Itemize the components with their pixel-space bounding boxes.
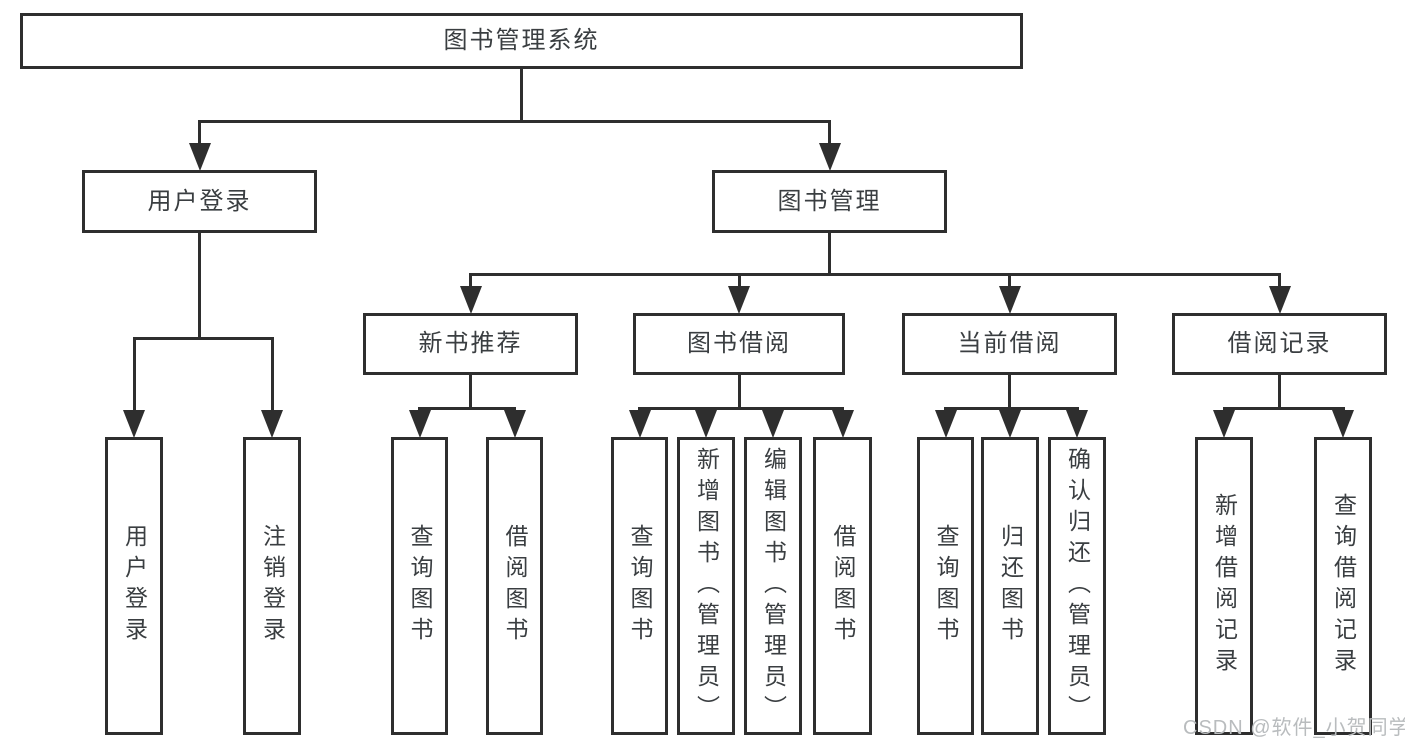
connector-line — [469, 374, 472, 410]
diagram-node-label: 确认归还（管理员） — [1064, 446, 1091, 726]
diagram-node-label: 图书借阅 — [687, 330, 791, 357]
connector-line — [418, 407, 516, 410]
connector-line — [638, 407, 844, 410]
connector-line — [132, 337, 274, 340]
arrowhead-down-icon — [1066, 410, 1088, 438]
arrowhead-down-icon — [934, 410, 957, 438]
diagram-node-label: 新增借阅记录 — [1211, 493, 1238, 679]
diagram-node-leaf-cb-confirm: 确认归还（管理员） — [1048, 437, 1106, 735]
diagram-node-current-borrowing: 当前借阅 — [902, 313, 1117, 375]
arrowhead-down-icon — [831, 410, 854, 438]
arrowhead-down-icon — [1332, 410, 1354, 438]
connector-line — [1278, 374, 1281, 410]
diagram-node-label: 查询图书 — [627, 524, 653, 648]
diagram-node-user-login: 用户登录 — [82, 170, 317, 233]
diagram-node-label: 新书推荐 — [418, 330, 523, 357]
diagram-node-leaf-bb-edit: 编辑图书（管理员） — [744, 437, 802, 735]
connector-line — [198, 120, 831, 123]
connector-line — [132, 337, 136, 413]
connector-line — [1278, 273, 1281, 289]
diagram-node-leaf-user-login: 用户登录 — [105, 437, 163, 735]
connector-line — [828, 120, 831, 146]
diagram-node-leaf-br-query: 查询借阅记录 — [1314, 437, 1372, 735]
arrowhead-down-icon — [762, 410, 784, 438]
diagram-node-label: 当前借阅 — [957, 330, 1062, 357]
arrowhead-down-icon — [628, 410, 651, 438]
connector-line — [1008, 374, 1011, 410]
connector-line — [469, 273, 472, 289]
connector-line — [828, 232, 831, 276]
diagram-node-label: 借阅图书 — [502, 524, 528, 648]
diagram-node-leaf-bb-add: 新增图书（管理员） — [677, 437, 735, 735]
diagram-node-leaf-cb-return: 归还图书 — [981, 437, 1039, 735]
connector-line — [198, 120, 201, 146]
arrowhead-down-icon — [999, 410, 1021, 438]
diagram-node-label: 查询借阅记录 — [1330, 493, 1357, 679]
connector-line — [520, 68, 523, 123]
diagram-node-label: 查询图书 — [407, 524, 433, 648]
arrowhead-down-icon — [459, 286, 482, 314]
diagram-node-label: 用户登录 — [121, 524, 148, 648]
diagram-node-label: 新增图书（管理员） — [693, 446, 720, 726]
diagram-node-label: 图书管理系统 — [443, 27, 600, 54]
connector-line — [737, 374, 741, 410]
arrowhead-down-icon — [1268, 286, 1291, 314]
diagram-node-label: 编辑图书（管理员） — [760, 446, 787, 726]
arrowhead-down-icon — [818, 143, 841, 171]
connector-line — [737, 273, 741, 289]
diagram-node-label: 借阅图书 — [830, 524, 856, 648]
diagram-node-label: 查询图书 — [933, 524, 959, 648]
watermark: CSDN @软件_小贺同学 — [1183, 717, 1405, 739]
arrowhead-down-icon — [1213, 410, 1235, 438]
diagram-node-leaf-nb-query: 查询图书 — [391, 437, 448, 735]
arrowhead-down-icon — [188, 143, 211, 171]
diagram-node-book-management: 图书管理 — [712, 170, 947, 233]
diagram-node-leaf-cb-query: 查询图书 — [917, 437, 974, 735]
connector-line — [198, 232, 201, 340]
diagram-node-borrowing-records: 借阅记录 — [1172, 313, 1387, 375]
connector-line — [1008, 273, 1011, 289]
diagram-node-label: 用户登录 — [147, 187, 252, 215]
arrowhead-down-icon — [503, 410, 526, 438]
diagram-node-leaf-logout: 注销登录 — [243, 437, 301, 735]
diagram-node-leaf-bb-borrow: 借阅图书 — [813, 437, 872, 735]
diagram-node-label: 借阅记录 — [1227, 330, 1332, 357]
arrowhead-down-icon — [261, 410, 283, 438]
diagram-node-book-borrowing: 图书借阅 — [633, 313, 845, 375]
diagram-node-leaf-bb-query: 查询图书 — [611, 437, 668, 735]
arrowhead-down-icon — [123, 410, 145, 438]
arrowhead-down-icon — [695, 410, 717, 438]
connector-line — [469, 273, 1281, 276]
diagram-node-system: 图书管理系统 — [20, 13, 1023, 69]
arrowhead-down-icon — [998, 286, 1021, 314]
connector-line — [270, 337, 274, 413]
arrowhead-down-icon — [408, 410, 431, 438]
diagram-node-label: 图书管理 — [777, 187, 882, 215]
diagram-node-leaf-nb-borrow: 借阅图书 — [486, 437, 543, 735]
connector-line — [1222, 407, 1345, 410]
diagram-node-label: 注销登录 — [259, 524, 286, 648]
arrowhead-down-icon — [728, 286, 750, 314]
diagram-node-label: 归还图书 — [997, 524, 1024, 648]
diagram-node-new-book-recommend: 新书推荐 — [363, 313, 578, 375]
diagram-node-leaf-br-add: 新增借阅记录 — [1195, 437, 1253, 735]
